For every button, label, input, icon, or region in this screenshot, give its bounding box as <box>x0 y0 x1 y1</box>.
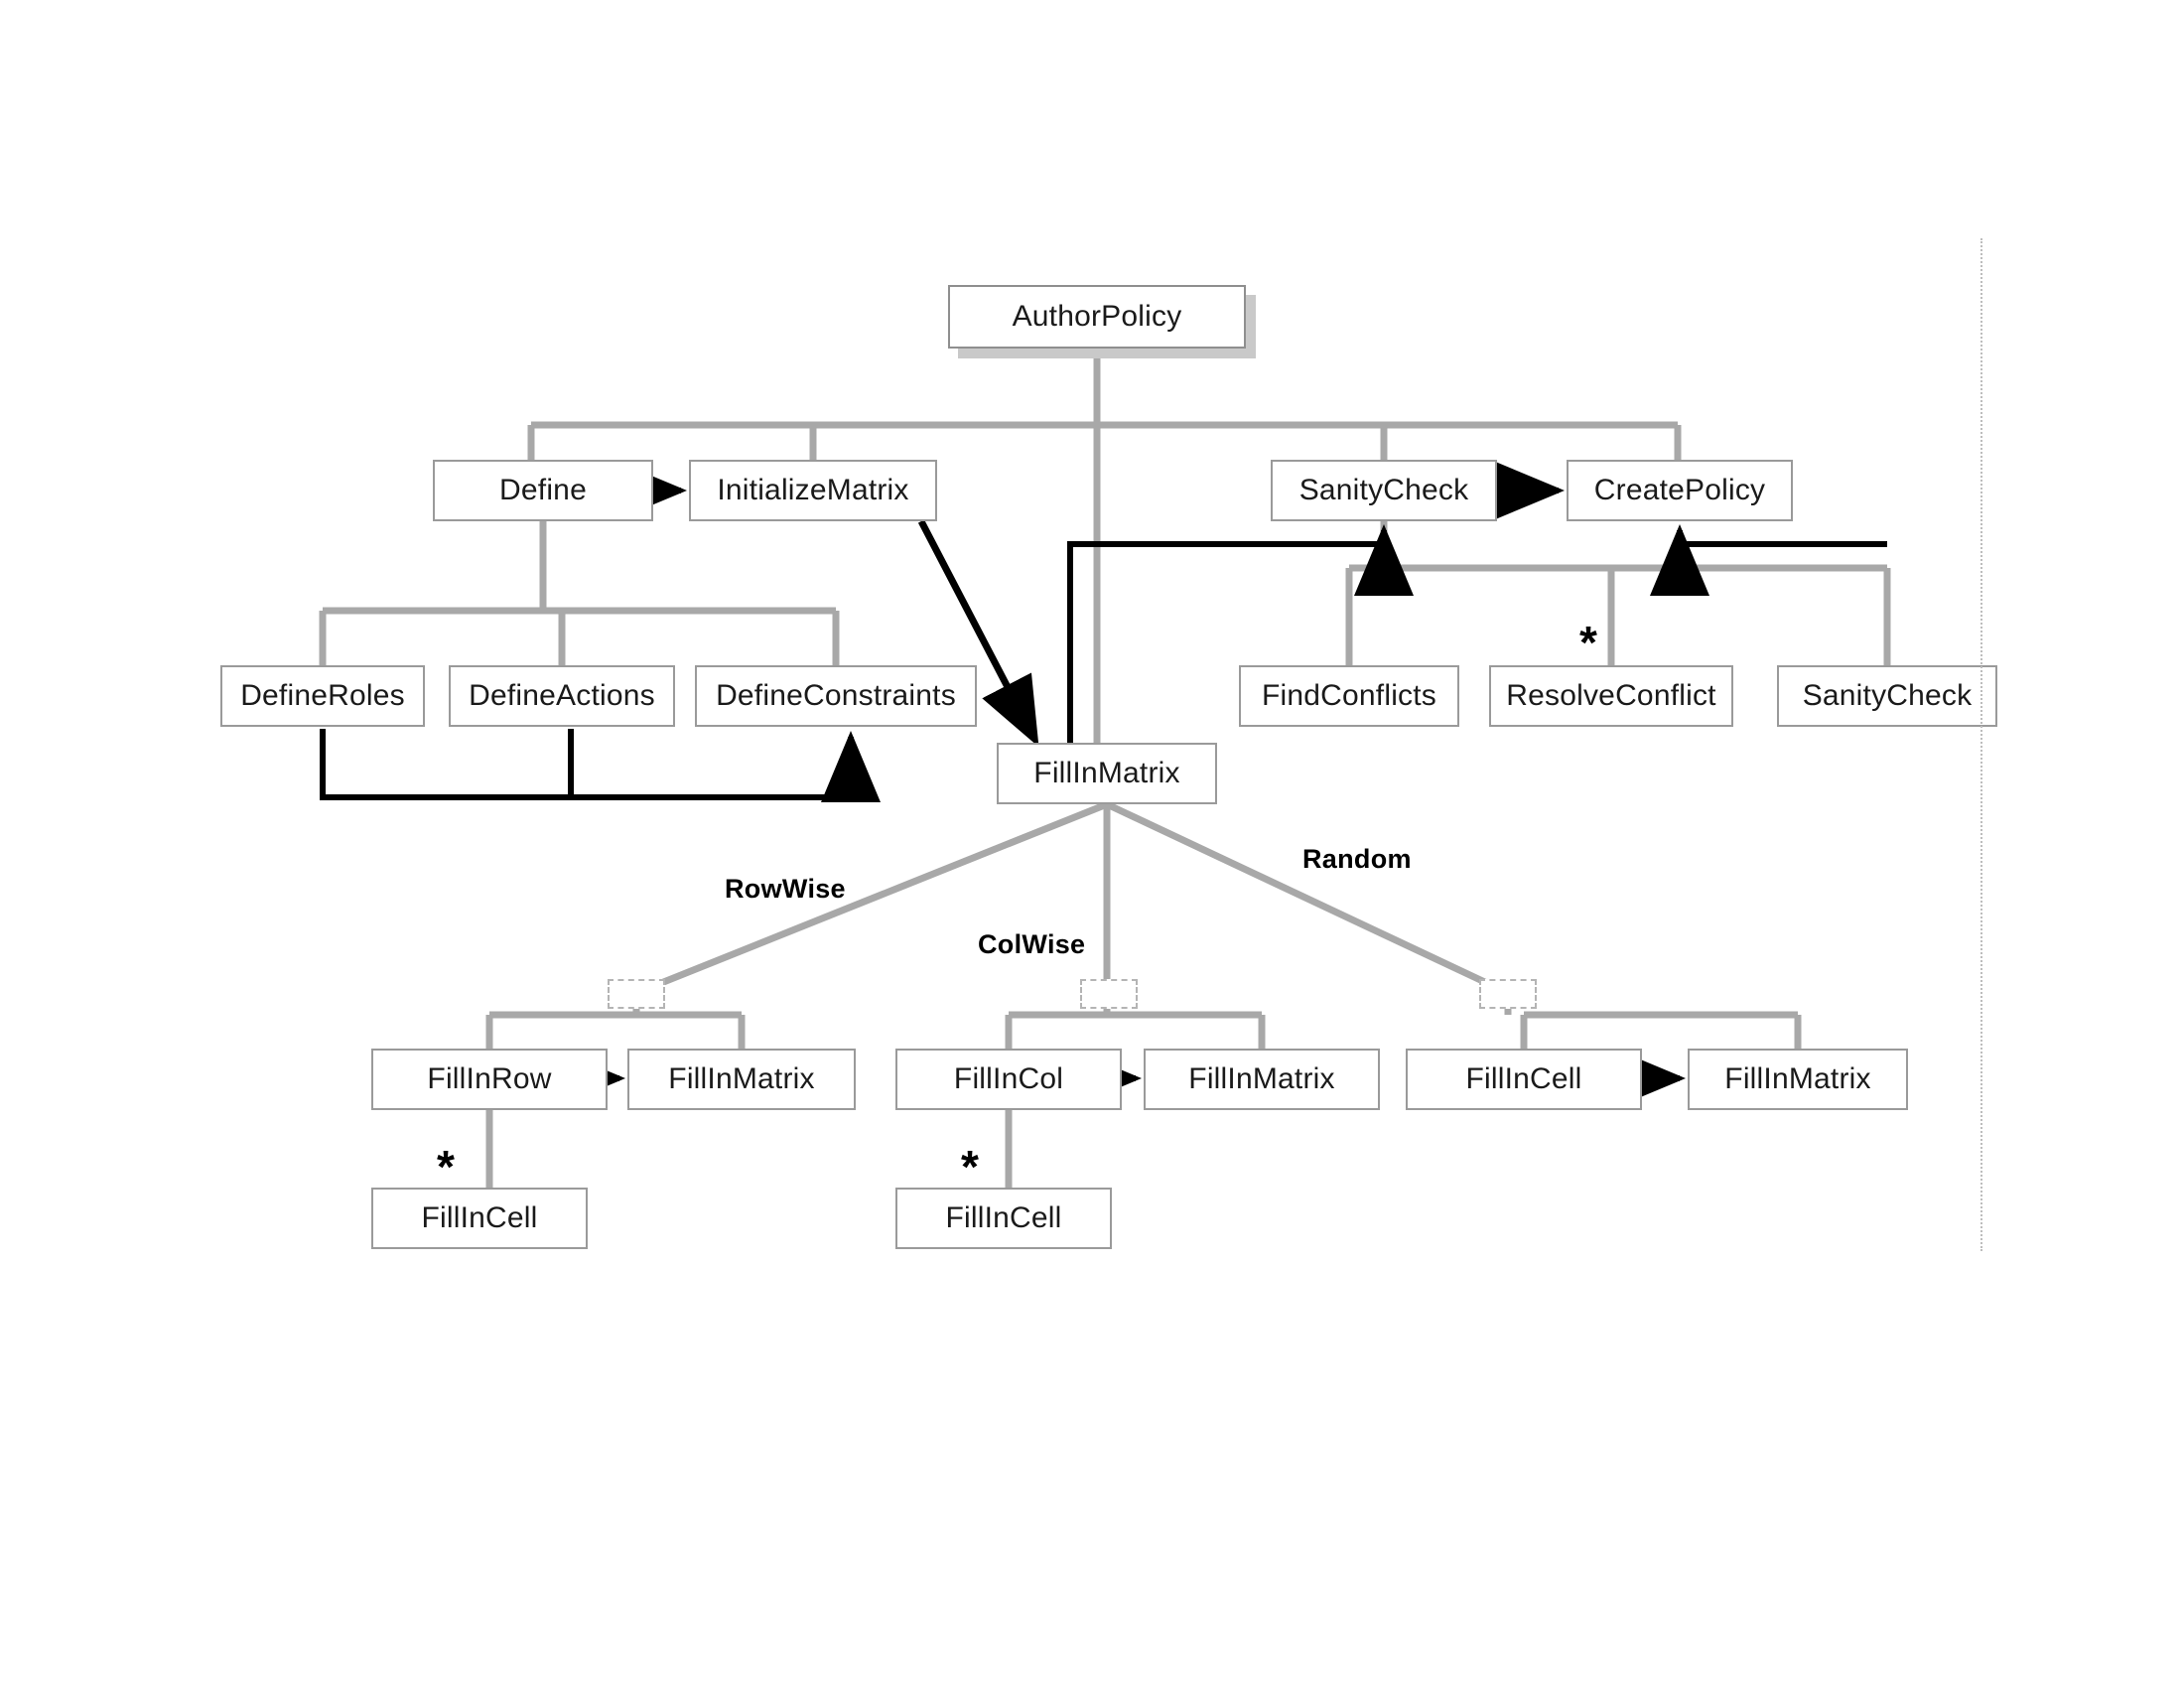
node-label: FindConflicts <box>1262 679 1436 712</box>
node-label: FillInCell <box>1465 1062 1582 1095</box>
node-label: CreatePolicy <box>1593 474 1766 506</box>
node-define-roles[interactable]: DefineRoles <box>220 665 425 727</box>
node-fill-in-row[interactable]: FillInRow <box>371 1049 608 1110</box>
node-label: FillInMatrix <box>1724 1062 1871 1095</box>
iteration-marker-fill-in-row: * <box>437 1141 455 1193</box>
node-create-policy[interactable]: CreatePolicy <box>1567 460 1793 521</box>
node-sanity-check-top[interactable]: SanityCheck <box>1271 460 1497 521</box>
iteration-marker-fill-in-col: * <box>961 1141 979 1193</box>
junction-colwise <box>1080 979 1138 1009</box>
node-define[interactable]: Define <box>433 460 653 521</box>
node-label: FillInMatrix <box>668 1062 815 1095</box>
node-label: FillInCell <box>421 1201 538 1234</box>
node-label: FillInMatrix <box>1033 757 1180 789</box>
node-sanity-check-leaf[interactable]: SanityCheck <box>1777 665 1997 727</box>
node-fill-in-matrix-rowwise[interactable]: FillInMatrix <box>627 1049 856 1110</box>
node-fill-in-matrix-colwise[interactable]: FillInMatrix <box>1144 1049 1380 1110</box>
node-label: FillInCol <box>953 1062 1064 1095</box>
node-fill-in-matrix[interactable]: FillInMatrix <box>997 743 1217 804</box>
node-label: FillInCell <box>945 1201 1062 1234</box>
node-label: SanityCheck <box>1802 679 1973 712</box>
node-label: AuthorPolicy <box>1012 300 1182 333</box>
node-label: InitializeMatrix <box>717 474 909 506</box>
node-label: SanityCheck <box>1298 474 1469 506</box>
node-label: Define <box>499 474 587 506</box>
branch-label-rowwise: RowWise <box>725 874 846 904</box>
node-label: DefineActions <box>469 679 655 712</box>
node-label: FillInRow <box>427 1062 552 1095</box>
page-margin-guide <box>1980 238 1982 1251</box>
node-label: FillInMatrix <box>1188 1062 1335 1095</box>
node-author-policy[interactable]: AuthorPolicy <box>948 285 1246 349</box>
node-fill-in-cell-random[interactable]: FillInCell <box>1406 1049 1642 1110</box>
node-find-conflicts[interactable]: FindConflicts <box>1239 665 1459 727</box>
junction-random <box>1479 979 1537 1009</box>
branch-label-random: Random <box>1302 844 1412 874</box>
junction-rowwise <box>608 979 665 1009</box>
node-resolve-conflict[interactable]: ResolveConflict <box>1489 665 1733 727</box>
node-fill-in-matrix-random[interactable]: FillInMatrix <box>1688 1049 1908 1110</box>
node-label: DefineConstraints <box>716 679 956 712</box>
node-fill-in-col[interactable]: FillInCol <box>895 1049 1122 1110</box>
node-define-constraints[interactable]: DefineConstraints <box>695 665 977 727</box>
node-label: DefineRoles <box>240 679 405 712</box>
node-fill-in-cell-colwise[interactable]: FillInCell <box>895 1188 1112 1249</box>
iteration-marker-resolve-conflict: * <box>1579 617 1597 668</box>
node-label: ResolveConflict <box>1506 679 1716 712</box>
branch-label-colwise: ColWise <box>978 929 1086 959</box>
node-fill-in-cell-rowwise[interactable]: FillInCell <box>371 1188 588 1249</box>
node-define-actions[interactable]: DefineActions <box>449 665 675 727</box>
node-initialize-matrix[interactable]: InitializeMatrix <box>689 460 937 521</box>
